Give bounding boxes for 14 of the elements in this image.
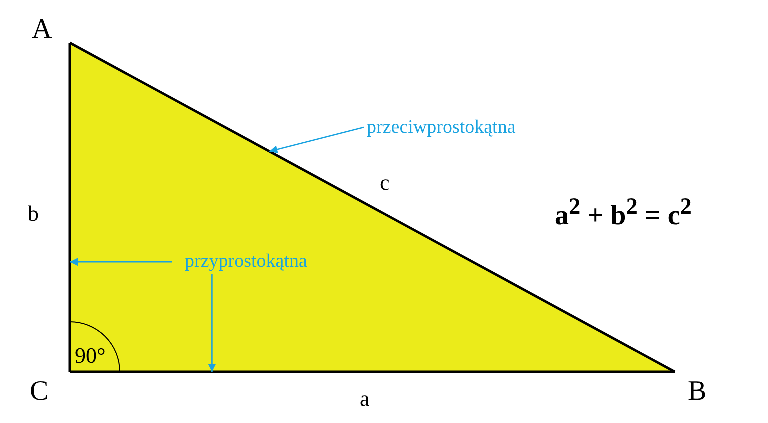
angle-label: 90° xyxy=(75,345,106,367)
side-label: a xyxy=(360,388,370,410)
callout-text: przyprostokątna xyxy=(185,252,308,271)
leg-side xyxy=(68,43,72,372)
leader-line xyxy=(208,274,216,372)
leader-line xyxy=(70,258,172,266)
side-label: b xyxy=(28,203,39,225)
vertex-label: B xyxy=(688,378,707,406)
callout-text: przeciwprostokątna xyxy=(367,118,516,137)
formula-text: a$^{2}$ + b$^{2}$ = c$^{2}$ xyxy=(555,196,692,230)
side-label: c xyxy=(380,172,390,194)
vertex-label: A xyxy=(32,16,52,44)
vertex-label: C xyxy=(30,378,49,406)
leader-line xyxy=(269,126,364,154)
